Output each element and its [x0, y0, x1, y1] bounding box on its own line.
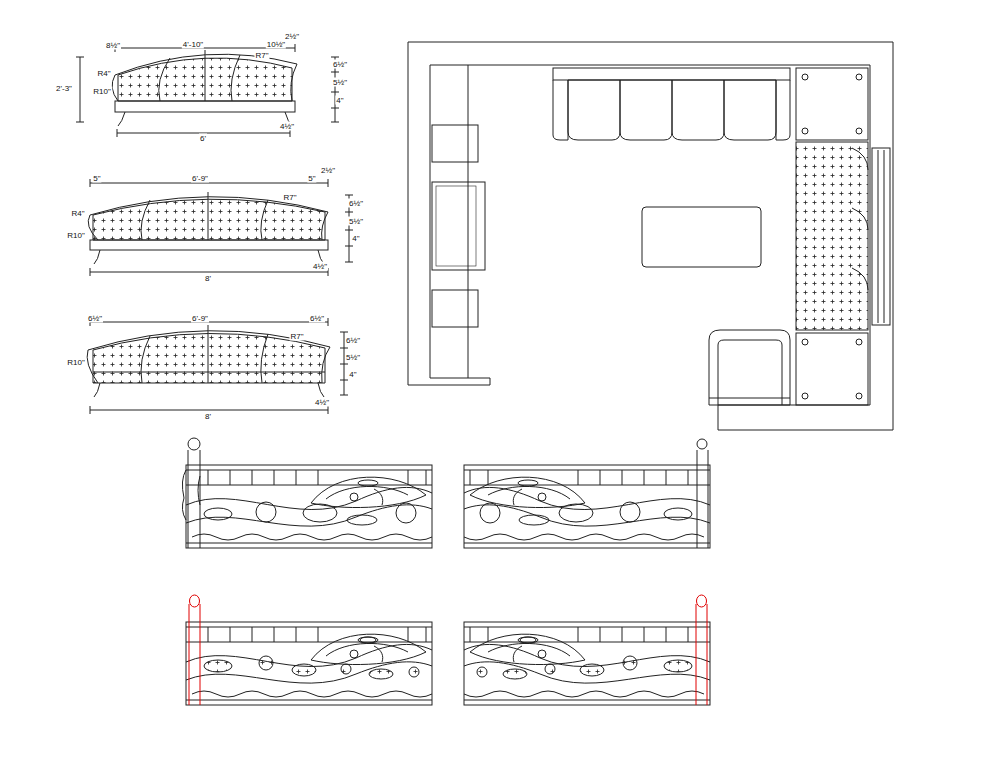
dimension-label: 5½" [345, 353, 361, 362]
dimension-label: R4" [70, 209, 85, 218]
dimension-label: 4'-10" [182, 40, 204, 49]
dimension-label: 10½" [266, 40, 286, 49]
dimension-label: 6'-9" [191, 314, 209, 323]
dimension-label: 6'-9" [191, 174, 209, 183]
dimension-label: 6½" [332, 60, 348, 69]
dimension-label: 4" [348, 370, 357, 379]
dimension-label: 4½" [279, 122, 295, 131]
dimension-label: 5½" [348, 217, 364, 226]
dimension-label: R10" [66, 358, 86, 367]
dimension-label: 4½" [314, 398, 330, 407]
dimension-label: 6½" [348, 199, 364, 208]
dimension-label: R7" [254, 51, 269, 60]
dimension-label: 5" [92, 174, 101, 183]
dimension-label: 4" [351, 234, 360, 243]
dimension-label: 8' [204, 412, 212, 421]
dimension-label: R10" [92, 87, 112, 96]
dimension-label: 6' [199, 134, 207, 143]
dimension-label: R4" [96, 69, 111, 78]
dimension-label: 8½" [105, 41, 121, 50]
dimension-label: R7" [282, 193, 297, 202]
dimension-label: R7" [289, 332, 304, 341]
dimension-label: 8' [204, 274, 212, 283]
dimension-label: 6½" [345, 336, 361, 345]
dimension-label: 2½" [284, 32, 300, 41]
dimension-label: 5" [307, 174, 316, 183]
dimension-label: 2½" [320, 166, 336, 175]
dimension-label: 6½" [309, 314, 325, 323]
dimension-label: 4" [335, 96, 344, 105]
dimension-label: 6½" [87, 314, 103, 323]
dimension-label: 2'-3" [55, 84, 73, 93]
dimension-label: R10" [66, 231, 86, 240]
dimension-label: 4½" [312, 262, 328, 271]
dimension-label: 5½" [332, 78, 348, 87]
